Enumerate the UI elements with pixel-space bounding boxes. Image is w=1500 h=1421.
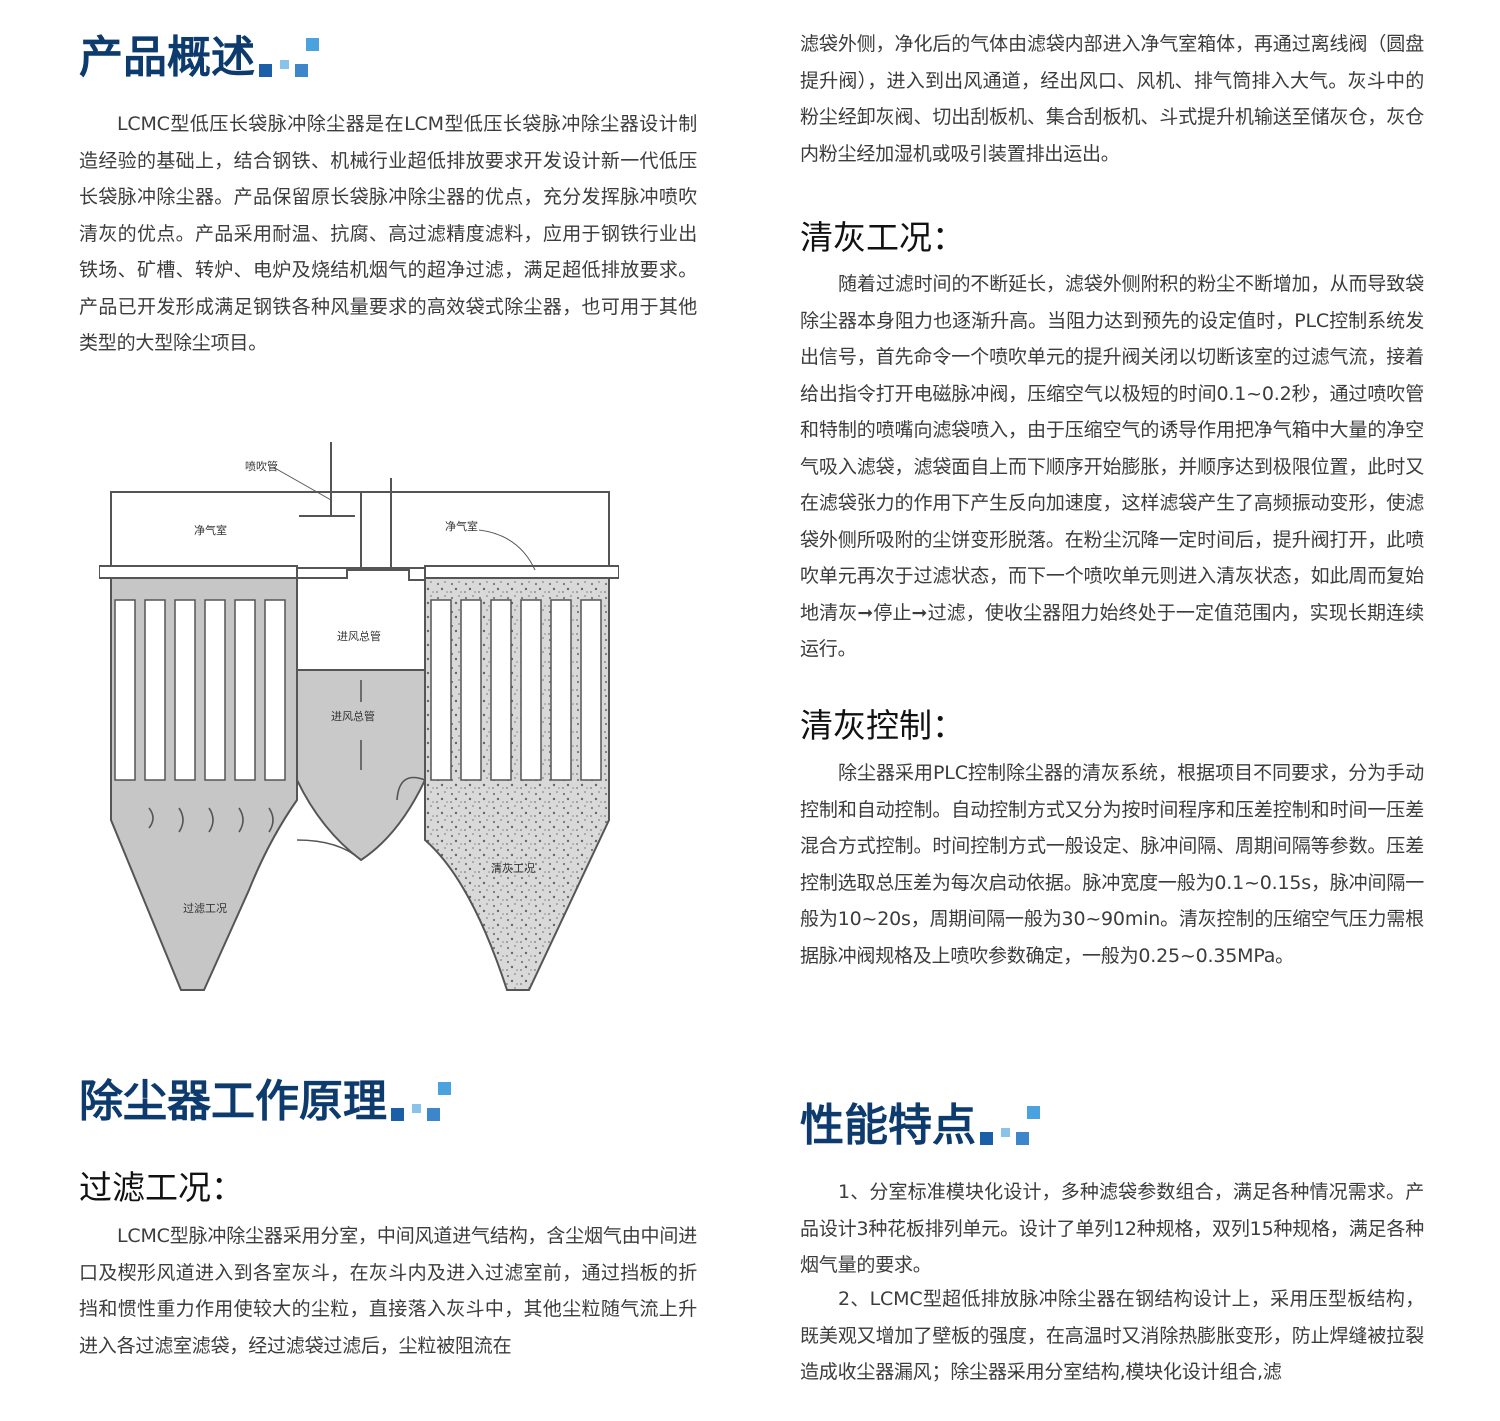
clean-chamber-label-left: 净气室 [194,523,227,537]
principle-heading: 除尘器工作原理 [79,1074,451,1128]
filter-state-paragraph: LCMC型脉冲除尘器采用分室，中间风道进气结构，含尘烟气由中间进口及楔形风道进入… [79,1225,697,1357]
overview-heading: 产品概述 [79,30,319,84]
filter-state-continuation: 滤袋外侧，净化后的气体由滤袋内部进入净气室箱体，再通过离线阀（圆盘提升阀），进入… [800,33,1424,165]
squares-decoration-icon [980,1104,1040,1148]
overview-paragraph: LCMC型低压长袋脉冲除尘器是在LCM型低压长袋脉冲除尘器设计制造经验的基础上，… [79,113,697,354]
cleaning-state-label: 清灰工况 [491,861,535,875]
pipe-label: 喷吹管 [245,459,278,473]
overview-title: 产品概述 [79,32,255,83]
clean-chamber-label-right: 净气室 [445,519,478,533]
filter-state-label: 过滤工况 [183,902,227,915]
filter-state-heading: 过滤工况： [79,1168,244,1207]
feature-item-1: 1、分室标准模块化设计，多种滤袋参数组合，满足各种情况需求。产品设计3种花板排列… [800,1181,1424,1276]
features-title: 性能特点 [800,1100,976,1151]
left-column: 产品概述 LCMC型低压长袋脉冲除尘器是在LCM型低压长袋脉冲除尘器设计制造经验… [79,0,699,1421]
feature-item-2: 2、LCMC型超低排放脉冲除尘器在钢结构设计上，采用压型板结构，既美观又增加了壁… [800,1288,1424,1383]
squares-decoration-icon [391,1080,451,1124]
cleaning-state-heading: 清灰工况： [800,218,965,257]
squares-decoration-icon [259,36,319,80]
cleaning-control-paragraph: 除尘器采用PLC控制除尘器的清灰系统，根据项目不同要求，分为手动控制和自动控制。… [800,762,1424,967]
principle-title: 除尘器工作原理 [79,1076,387,1127]
features-heading: 性能特点 [800,1098,1040,1152]
dust-collector-diagram: 喷吹管 净气室 净气室 进风总管 进风总管 过滤工况 清灰工况 [99,442,619,991]
inlet-duct-label-upper: 进风总管 [337,629,381,643]
cleaning-state-paragraph: 随着过滤时间的不断延长，滤袋外侧附积的粉尘不断增加，从而导致袋除尘器本身阻力也逐… [800,273,1424,660]
inlet-duct-label-lower: 进风总管 [331,709,375,723]
cleaning-control-heading: 清灰控制： [800,706,965,745]
right-column: 滤袋外侧，净化后的气体由滤袋内部进入净气室箱体，再通过离线阀（圆盘提升阀），进入… [800,0,1440,1421]
